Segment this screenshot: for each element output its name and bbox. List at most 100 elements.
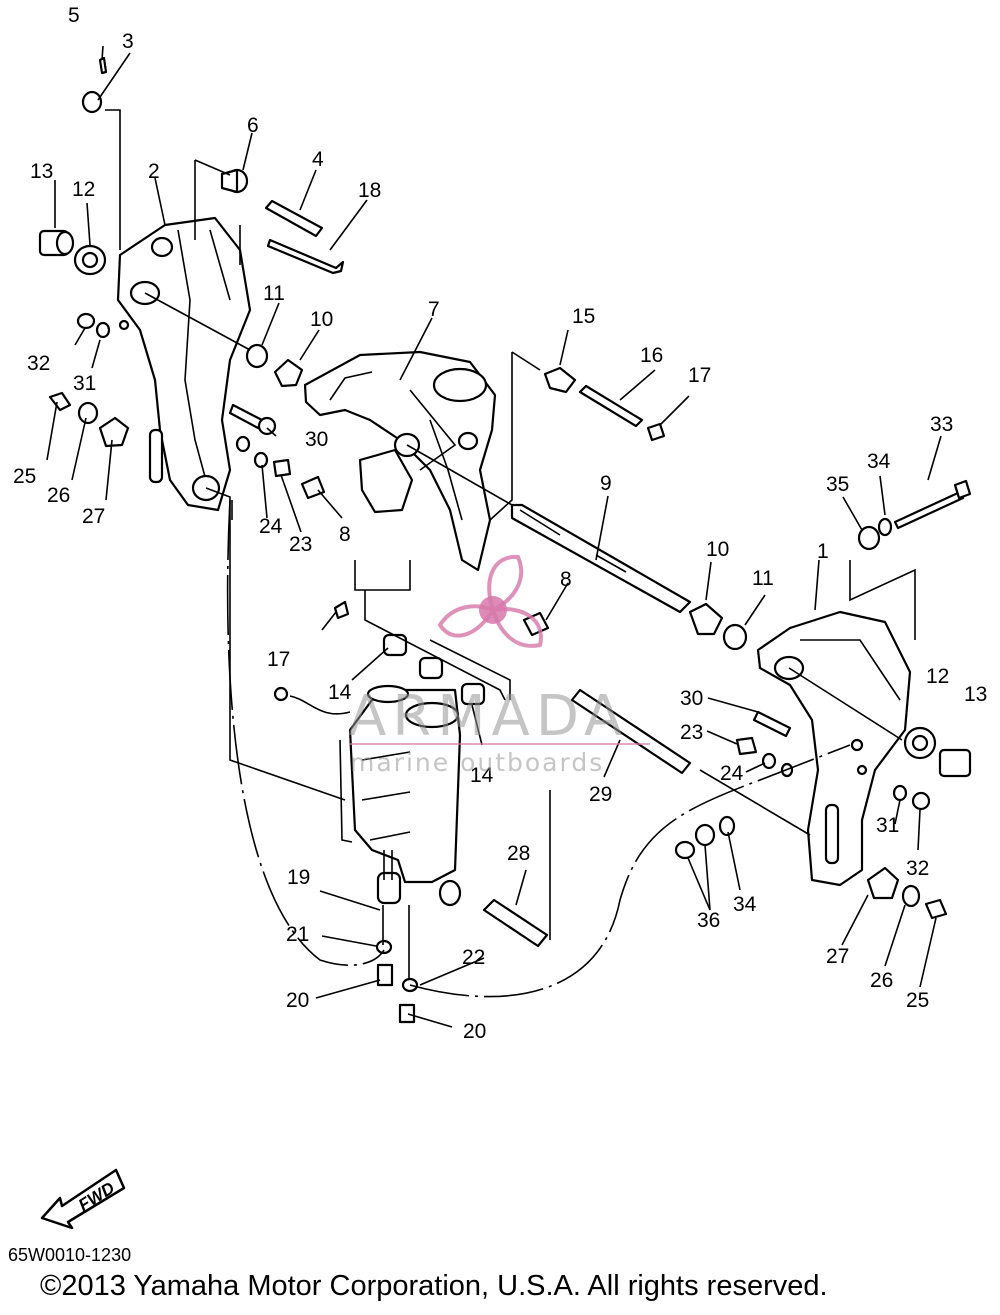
fwd-arrow-icon: FWD bbox=[40, 1168, 126, 1230]
nut-32-right bbox=[911, 791, 931, 811]
callout-26-right: 26 bbox=[870, 969, 893, 992]
callout-5: 5 bbox=[68, 4, 80, 27]
bushing-10-left bbox=[273, 358, 304, 388]
watermark-title: ARMADA bbox=[348, 684, 629, 749]
bolt-25-right bbox=[924, 898, 948, 920]
rod-18 bbox=[266, 238, 345, 275]
washer-11-right bbox=[722, 623, 748, 651]
callout-20-upper: 20 bbox=[286, 989, 309, 1012]
callout-7: 7 bbox=[428, 298, 440, 321]
callout-11-left: 11 bbox=[263, 282, 285, 305]
callout-17-left: 17 bbox=[267, 648, 290, 671]
shaft-16 bbox=[578, 384, 644, 428]
callout-17-right: 17 bbox=[688, 364, 711, 387]
washer-31-right bbox=[892, 784, 908, 802]
callout-31-left: 31 bbox=[73, 372, 96, 395]
callout-26-left: 26 bbox=[47, 484, 70, 507]
washer-24-left bbox=[253, 451, 269, 469]
shafts bbox=[264, 199, 972, 948]
callout-11-right: 11 bbox=[752, 567, 774, 590]
bushing-10-right bbox=[688, 602, 724, 636]
callout-8-right: 8 bbox=[560, 568, 572, 591]
callout-4: 4 bbox=[312, 148, 324, 171]
collar-14-a bbox=[382, 633, 408, 657]
bolt-20-upper bbox=[376, 963, 394, 987]
callout-15: 15 bbox=[572, 305, 595, 328]
bolt-23-left bbox=[272, 458, 292, 478]
callout-25-right: 25 bbox=[906, 989, 929, 1012]
bolt-23-right bbox=[735, 736, 758, 756]
washer-26-right bbox=[901, 884, 921, 908]
pin-5 bbox=[98, 56, 108, 75]
callout-21: 21 bbox=[286, 923, 309, 946]
callout-3: 3 bbox=[122, 30, 134, 53]
bolt-33 bbox=[893, 490, 965, 530]
callout-36: 36 bbox=[697, 909, 720, 932]
callout-18: 18 bbox=[358, 179, 381, 202]
clip-17-right bbox=[646, 422, 666, 442]
washer-35 bbox=[857, 525, 881, 551]
callout-6: 6 bbox=[247, 114, 259, 137]
watermark-rule bbox=[350, 743, 650, 745]
callout-30-left: 30 bbox=[305, 428, 328, 451]
leader-lines bbox=[46, 45, 942, 1028]
right-clamp-bracket bbox=[756, 610, 912, 887]
callout-28: 28 bbox=[507, 842, 530, 865]
washer-31-left bbox=[95, 321, 111, 339]
part-3 bbox=[81, 90, 103, 114]
nut-32-left bbox=[76, 312, 96, 330]
callout-14-left: 14 bbox=[328, 681, 352, 704]
tilt-cylinder-unit bbox=[273, 684, 462, 907]
callout-25-left: 25 bbox=[13, 465, 36, 488]
callout-19: 19 bbox=[287, 866, 310, 889]
collar-14-b bbox=[418, 656, 444, 680]
bolt-25-left bbox=[48, 391, 72, 412]
collar-14-c bbox=[460, 682, 486, 706]
callout-9: 9 bbox=[600, 472, 612, 495]
callout-34-top: 34 bbox=[867, 450, 891, 473]
callout-10-left: 10 bbox=[310, 308, 333, 331]
washer-34-bottom bbox=[718, 815, 736, 837]
clip-17-left bbox=[333, 600, 350, 620]
pin-4 bbox=[264, 199, 324, 238]
callout-10-right: 10 bbox=[706, 538, 729, 561]
callout-numbers: 5 3 6 4 18 2 13 12 11 10 7 32 31 30 25 2… bbox=[13, 4, 987, 1043]
callout-23-left: 23 bbox=[289, 533, 312, 556]
callout-16: 16 bbox=[640, 344, 663, 367]
washer-36 bbox=[694, 823, 716, 847]
callout-24-left: 24 bbox=[259, 515, 283, 538]
bolt-20-lower bbox=[398, 1003, 416, 1024]
washer-24-right bbox=[761, 752, 777, 770]
left-clamp-bracket bbox=[116, 216, 252, 512]
bushing-27-left bbox=[98, 416, 130, 448]
swivel-bracket bbox=[303, 350, 497, 572]
callout-1: 1 bbox=[817, 540, 829, 563]
callout-30-right: 30 bbox=[680, 687, 703, 710]
copyright-notice: ©2013 Yamaha Motor Corporation, U.S.A. A… bbox=[40, 1270, 828, 1302]
callout-35: 35 bbox=[826, 473, 849, 496]
callout-12-left: 12 bbox=[72, 178, 95, 201]
callout-12-right: 12 bbox=[926, 665, 949, 688]
callout-32-right: 32 bbox=[906, 857, 929, 880]
grease-nipple-8-left bbox=[300, 475, 326, 500]
armada-propeller-logo bbox=[437, 554, 543, 648]
callout-34-bottom: 34 bbox=[733, 893, 757, 916]
watermark-subtitle: marine outboards bbox=[350, 748, 605, 777]
callout-2: 2 bbox=[148, 160, 160, 183]
washer-26-left bbox=[77, 401, 99, 425]
callout-27-right: 27 bbox=[826, 945, 849, 968]
callout-24-right: 24 bbox=[720, 762, 744, 785]
washer-21 bbox=[375, 939, 393, 955]
nut-36 bbox=[674, 840, 696, 860]
bushing-27-right bbox=[866, 866, 900, 900]
callout-27-left: 27 bbox=[82, 505, 105, 528]
callout-13-right: 13 bbox=[964, 683, 987, 706]
bolt-30-left bbox=[228, 403, 264, 430]
part-13-right bbox=[938, 748, 972, 778]
callout-14-right: 14 bbox=[470, 764, 494, 787]
callout-29: 29 bbox=[589, 783, 612, 806]
callout-20-lower: 20 bbox=[463, 1020, 486, 1043]
washer-24-left-a bbox=[235, 435, 251, 453]
callout-33: 33 bbox=[930, 413, 953, 436]
